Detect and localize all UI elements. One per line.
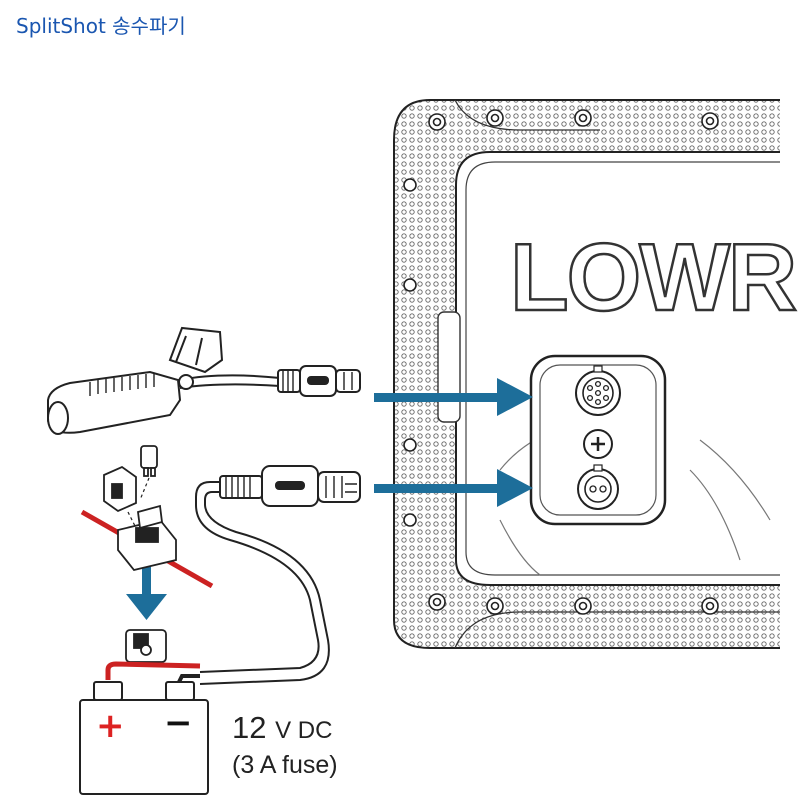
connector-panel: [529, 354, 667, 526]
voltage-unit: V DC: [275, 717, 333, 744]
power-cable: [195, 481, 330, 685]
power-cable-connector: [219, 465, 361, 507]
fuse-rating-label: (3 A fuse): [232, 751, 338, 779]
power-port: [577, 464, 619, 510]
page-title: SplitShot 송수파기: [16, 14, 186, 38]
battery-icon: [79, 681, 209, 795]
transducer-port: [575, 365, 621, 416]
display-brand-text: LOWR: [510, 224, 796, 331]
arrow-fuse-install: [126, 566, 167, 620]
voltage-number: 12: [232, 710, 267, 745]
arrow-power-to-display: [374, 469, 533, 507]
fuse-holder-icon: [80, 445, 214, 589]
voltage-label: 12 V DC: [232, 710, 332, 746]
installed-fuse-icon: [125, 629, 167, 663]
transducer-cable-connector: [277, 365, 361, 397]
positive-wire: [105, 661, 201, 680]
fuse-icon: [140, 445, 158, 477]
battery-positive-label: +: [96, 706, 125, 746]
transducer-icon: [47, 326, 281, 435]
arrow-transducer-to-display: [374, 378, 533, 416]
display-unit: LOWR: [393, 99, 799, 649]
battery-negative-label: −: [164, 703, 193, 743]
panel-screw: [583, 429, 613, 459]
